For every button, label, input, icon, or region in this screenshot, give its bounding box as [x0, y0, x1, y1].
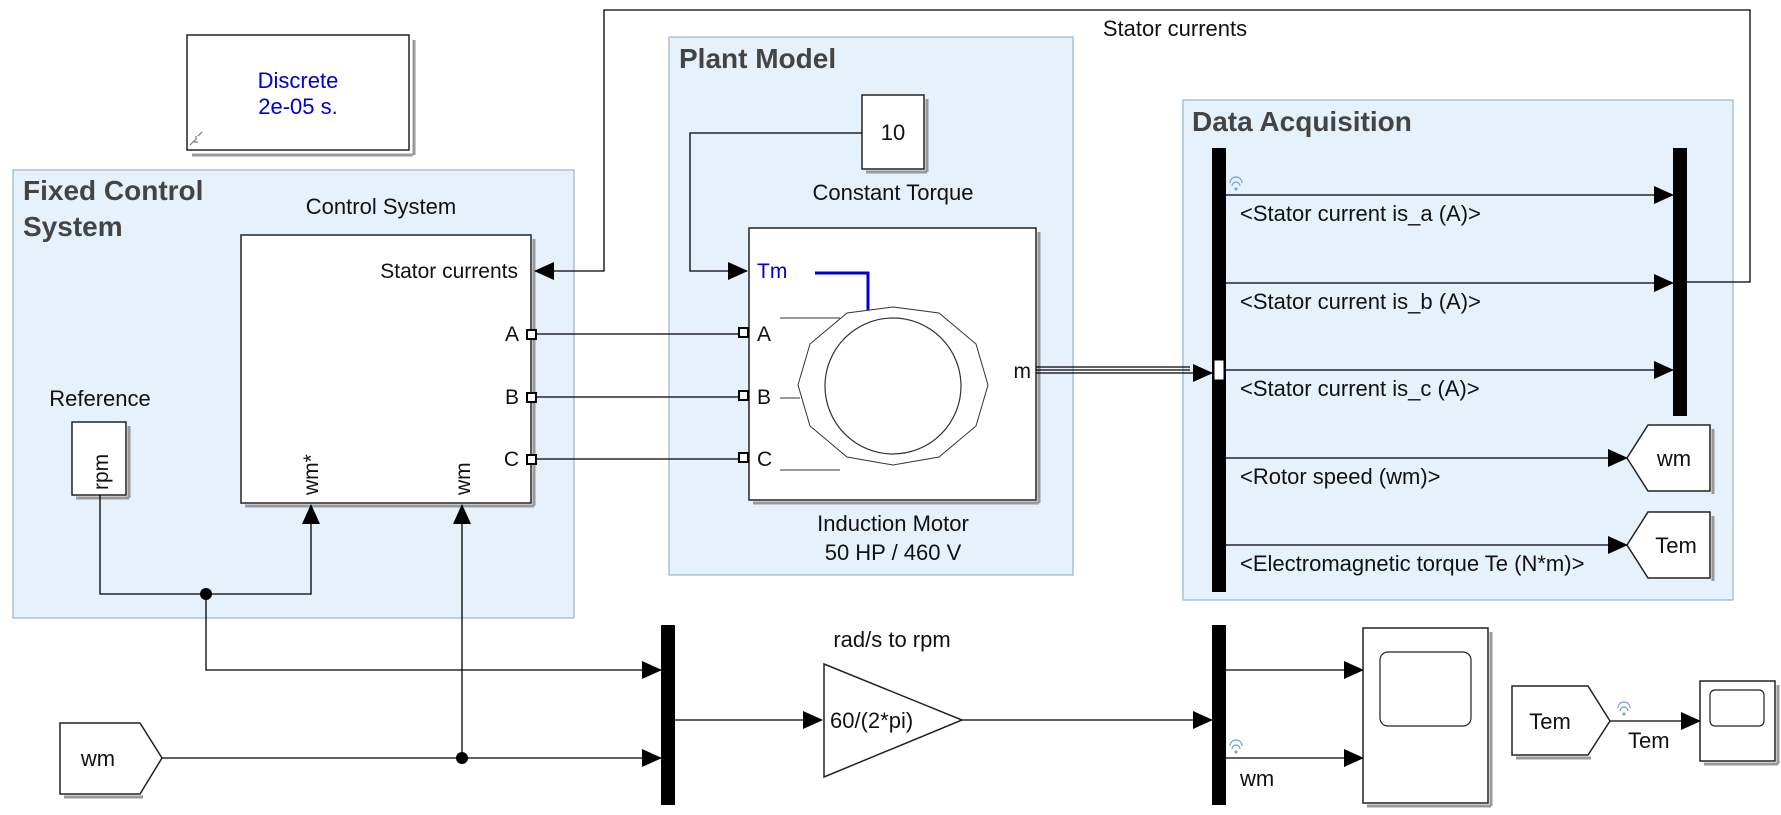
- control-port-stator-currents: Stator currents: [380, 260, 518, 283]
- motor-conn-b[interactable]: [738, 390, 749, 401]
- motor-title-line1: Induction Motor: [817, 511, 969, 536]
- stator-currents-mux[interactable]: [1673, 148, 1687, 416]
- signal-label-wm: wm: [1239, 766, 1274, 791]
- signal-label-rotor-speed: <Rotor speed (wm)>: [1240, 464, 1441, 489]
- scope-speed-block[interactable]: [1362, 627, 1493, 808]
- from-tem-label: Tem: [1529, 709, 1571, 734]
- junction-dot-wm: [456, 752, 468, 764]
- signal-label-stator-currents: Stator currents: [1103, 16, 1247, 41]
- gain-block[interactable]: 60/(2*pi): [823, 662, 964, 779]
- reference-content: rpm: [90, 454, 113, 490]
- from-wm-block[interactable]: wm: [59, 722, 163, 799]
- data-acquisition-area-title: Data Acquisition: [1192, 106, 1412, 137]
- line-reference-branch: [205, 594, 662, 679]
- constant-value: 10: [881, 120, 905, 145]
- control-port-a: A: [505, 323, 519, 346]
- data-acquisition-area[interactable]: Data Acquisition: [1182, 99, 1734, 601]
- scope-tem-screen: [1709, 689, 1765, 727]
- induction-motor-block[interactable]: Tm A B C m: [738, 227, 1041, 505]
- link-icon: [189, 131, 203, 146]
- line-stator-currents-feedback: [534, 9, 1751, 283]
- control-port-c: C: [504, 448, 519, 471]
- conn-port-a-out[interactable]: [526, 329, 537, 340]
- motor-port-a: A: [757, 323, 771, 346]
- scope-speed-screen: [1379, 651, 1472, 727]
- signal-label-torque: <Electromagnetic torque Te (N*m)>: [1240, 551, 1584, 576]
- control-system-block[interactable]: Stator currents A B C wm* wm: [240, 234, 537, 508]
- powergui-line1: Discrete: [258, 68, 339, 93]
- conn-port-b-out[interactable]: [526, 392, 537, 403]
- fixed-control-area-title-line1: Fixed Control: [23, 175, 203, 206]
- signal-label-isc: <Stator current is_c (A)>: [1240, 376, 1480, 401]
- gain-title: rad/s to rpm: [833, 627, 950, 652]
- goto-wm-block[interactable]: wm: [1626, 424, 1715, 494]
- from-tem-block[interactable]: Tem: [1511, 685, 1611, 760]
- mux-right[interactable]: [1212, 625, 1226, 805]
- motor-conn-a[interactable]: [738, 327, 749, 338]
- powergui-line2: 2e-05 s.: [258, 94, 338, 119]
- scope-tem-block[interactable]: [1699, 680, 1780, 766]
- signal-label-isa: <Stator current is_a (A)>: [1240, 201, 1481, 226]
- gain-expression: 60/(2*pi): [830, 708, 913, 733]
- motor-port-b: B: [757, 386, 771, 409]
- signal-label-isb: <Stator current is_b (A)>: [1240, 289, 1481, 314]
- control-port-b: B: [505, 386, 519, 409]
- junction-dot-reference: [200, 588, 212, 600]
- goto-wm-label: wm: [1656, 446, 1691, 471]
- motor-conn-c[interactable]: [738, 452, 749, 463]
- goto-tem-block[interactable]: Tem: [1626, 511, 1715, 581]
- signal-lines: [99, 9, 1751, 767]
- motor-port-m: m: [1014, 360, 1032, 383]
- goto-tem-label: Tem: [1655, 533, 1697, 558]
- bus-selector-port: [1213, 359, 1225, 381]
- signal-log-icon-wm: [1229, 739, 1243, 754]
- control-system-title: Control System: [306, 194, 456, 219]
- constant-block[interactable]: 10: [861, 94, 929, 174]
- fixed-control-area-title-line2: System: [23, 211, 123, 242]
- conn-port-c-out[interactable]: [526, 454, 537, 465]
- reference-title: Reference: [49, 386, 151, 411]
- constant-title: Constant Torque: [812, 180, 973, 205]
- from-wm-label: wm: [80, 746, 115, 771]
- reference-block[interactable]: rpm: [71, 421, 131, 500]
- plant-model-area-title: Plant Model: [679, 43, 836, 74]
- line-constant-to-tm: [689, 132, 862, 280]
- signal-log-icon-tem: [1617, 701, 1631, 716]
- motor-port-c: C: [757, 448, 772, 471]
- signal-log-icon: [1229, 176, 1243, 191]
- mux-left[interactable]: [661, 625, 675, 805]
- powergui-block[interactable]: Discrete 2e-05 s.: [186, 34, 416, 157]
- control-port-wm: wm: [452, 462, 475, 496]
- motor-port-tm: Tm: [757, 260, 787, 283]
- signal-label-tem: Tem: [1628, 728, 1670, 753]
- control-port-wm-ref: wm*: [300, 454, 323, 496]
- motor-title-line2: 50 HP / 460 V: [825, 540, 962, 565]
- motor-icon: [780, 271, 989, 471]
